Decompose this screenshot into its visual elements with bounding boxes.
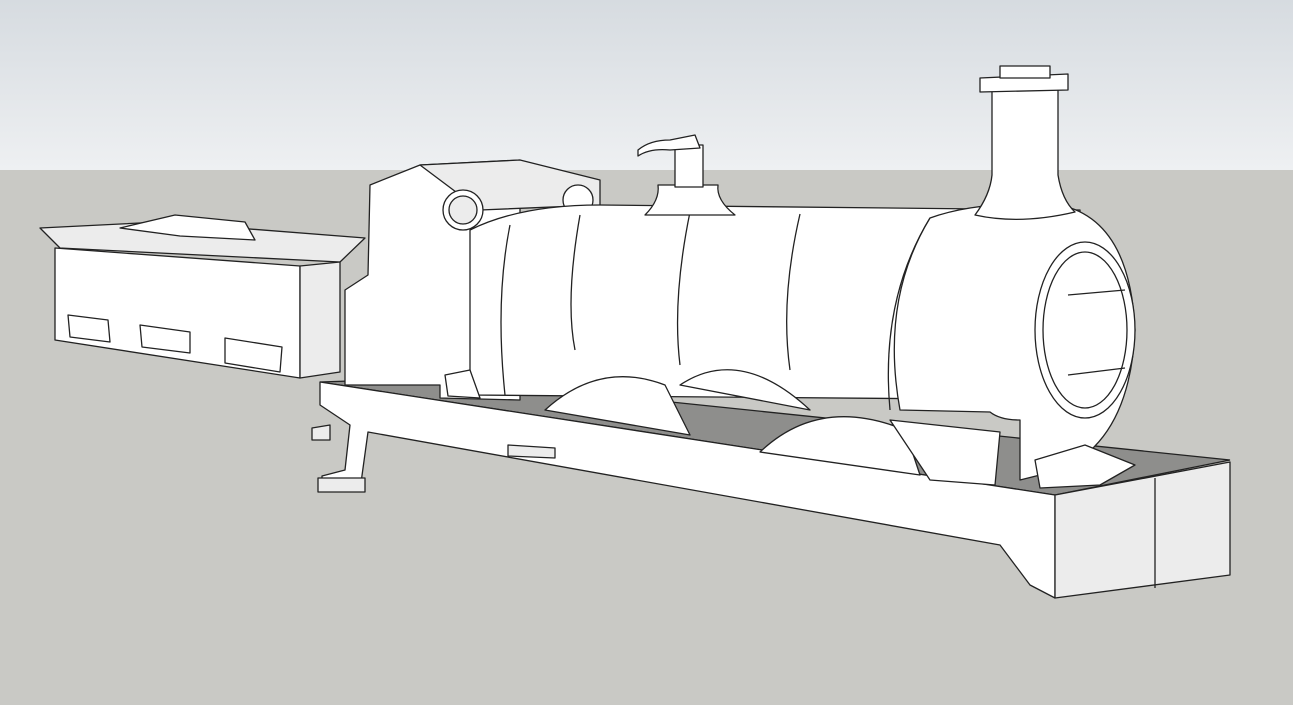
buffer-beam [1054, 461, 1231, 599]
smokebox-door [1034, 241, 1136, 419]
steam-dome [637, 134, 736, 216]
tender-axlebox [67, 314, 283, 373]
smokebox [893, 203, 1136, 489]
sky [0, 0, 1293, 170]
tender [39, 214, 366, 379]
splashers [444, 369, 1001, 486]
chimney [974, 65, 1076, 220]
